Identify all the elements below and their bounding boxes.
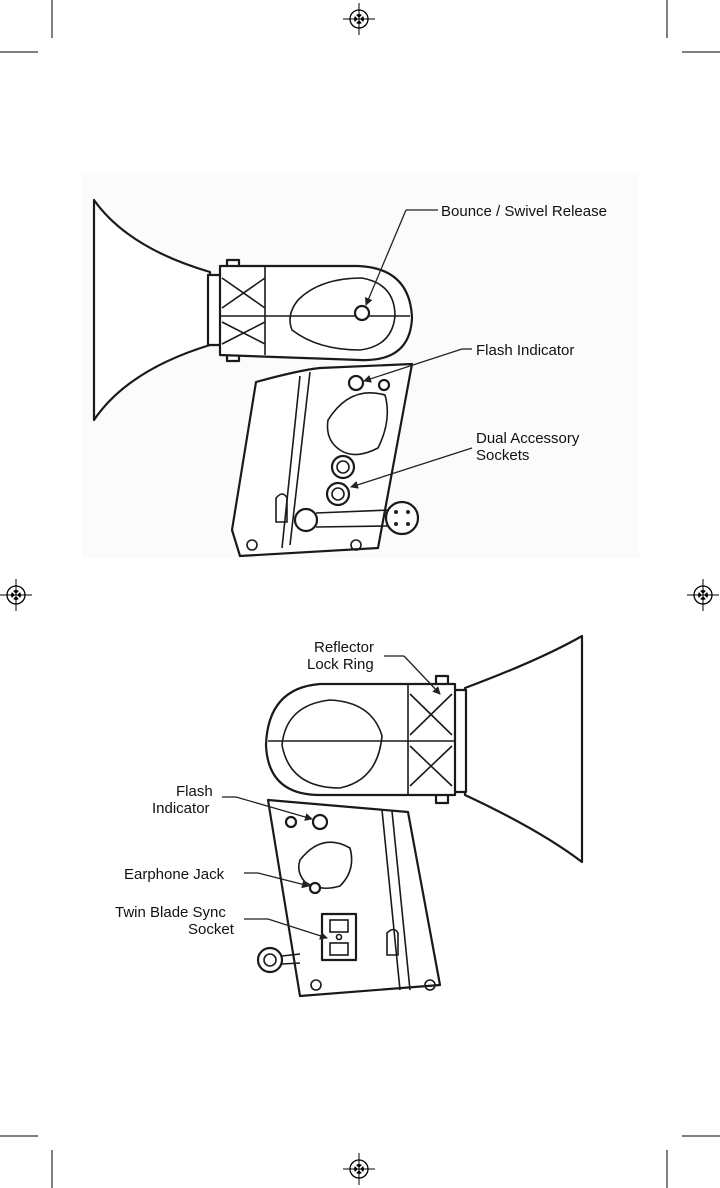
registration-mark-left-icon (0, 579, 32, 611)
bottom-reflector (465, 636, 582, 862)
top-head (220, 266, 412, 360)
label-earphone-jack: Earphone Jack (124, 866, 225, 883)
label-socket: Socket (188, 921, 235, 938)
label-lock-ring: Lock Ring (307, 656, 374, 673)
label-dual-accessory: Dual Accessory (476, 430, 580, 447)
label-flash: Flash (176, 783, 213, 800)
label-bounce-swivel-release: Bounce / Swivel Release (441, 203, 607, 220)
registration-mark-bottom-icon (343, 1153, 375, 1185)
registration-mark-top-icon (343, 3, 375, 35)
bottom-body (268, 800, 440, 996)
label-flash-indicator-top: Flash Indicator (476, 342, 574, 359)
label-twin-blade-sync: Twin Blade Sync (115, 904, 226, 921)
bottom-flash-drawing (258, 636, 582, 996)
label-dual-accessory-sockets: Sockets (476, 447, 529, 464)
label-indicator: Indicator (152, 800, 210, 817)
bottom-head (266, 684, 455, 795)
label-reflector: Reflector (314, 639, 374, 656)
registration-mark-right-icon (687, 579, 719, 611)
